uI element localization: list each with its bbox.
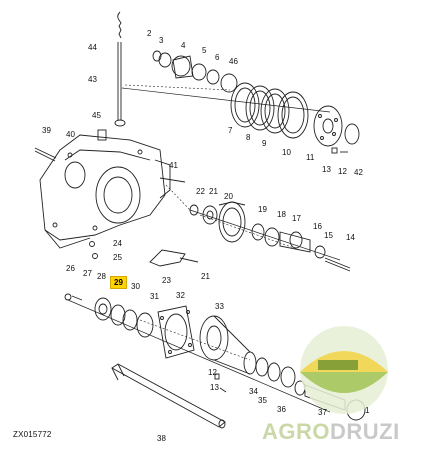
brand-part2: DRUZI — [330, 419, 400, 444]
seal-45 — [114, 119, 126, 127]
callout-28: 28 — [97, 272, 106, 281]
stud-39 — [34, 147, 57, 162]
reference-code: ZX015772 — [13, 430, 52, 439]
callout-44: 44 — [88, 43, 97, 52]
callout-35: 35 — [258, 396, 267, 405]
callout-11: 11 — [306, 153, 315, 162]
callout-4: 4 — [181, 41, 186, 50]
callout-33: 33 — [215, 302, 224, 311]
callout-30: 30 — [131, 282, 140, 291]
bolt-12-13-lower — [214, 373, 227, 393]
callout-3: 3 — [159, 36, 164, 45]
callout-23: 23 — [162, 276, 171, 285]
leader-lines — [124, 84, 301, 361]
callout-31: 31 — [150, 292, 159, 301]
hub-11 — [313, 105, 343, 147]
callout-21b: 21 — [201, 272, 210, 281]
callout-22: 22 — [196, 187, 205, 196]
callout-39: 39 — [42, 126, 51, 135]
callout-15: 15 — [324, 231, 333, 240]
plug-40 — [97, 129, 107, 141]
highlighted-part-callout: 29 — [110, 276, 127, 289]
callout-41: 41 — [169, 161, 178, 170]
callout-12: 12 — [338, 167, 347, 176]
callout-2: 2 — [147, 29, 152, 38]
top-shaft-group — [152, 50, 238, 93]
callout-12b: 12 — [208, 368, 217, 377]
callout-36: 36 — [277, 405, 286, 414]
callout-7: 7 — [228, 126, 233, 135]
callout-13: 13 — [322, 165, 331, 174]
dipstick — [117, 11, 122, 120]
callout-18: 18 — [277, 210, 286, 219]
callout-13b: 13 — [210, 383, 219, 392]
callout-21: 21 — [209, 187, 218, 196]
bolt-12-13 — [331, 147, 348, 154]
callout-42: 42 — [354, 168, 363, 177]
callout-1: 1 — [365, 406, 370, 415]
middle-shaft-group — [189, 201, 351, 272]
highlighted-part-number: 29 — [114, 278, 123, 287]
callout-26: 26 — [66, 264, 75, 273]
ring-42 — [344, 123, 360, 145]
pin-41 — [159, 177, 186, 183]
gasket-32 — [157, 305, 195, 359]
callout-6: 6 — [215, 53, 220, 62]
callout-20: 20 — [224, 192, 233, 201]
output-shaft-38 — [111, 363, 226, 429]
brand-watermark: AGRODRUZI — [262, 419, 400, 445]
callout-45: 45 — [92, 111, 101, 120]
callout-40: 40 — [66, 130, 75, 139]
callout-27: 27 — [83, 269, 92, 278]
callout-5: 5 — [202, 46, 207, 55]
callout-43: 43 — [88, 75, 97, 84]
callout-labels: 44 43 45 40 39 2 3 4 5 6 46 7 8 9 10 11 … — [42, 29, 370, 443]
callout-24: 24 — [113, 239, 122, 248]
callout-9: 9 — [262, 139, 267, 148]
brand-logo-icon — [300, 326, 388, 414]
callout-46: 46 — [229, 57, 238, 66]
callout-32: 32 — [176, 291, 185, 300]
callout-25: 25 — [113, 253, 122, 262]
callout-8: 8 — [246, 133, 251, 142]
clutch-plates — [230, 82, 309, 139]
transmission-housing — [39, 134, 171, 249]
callout-37: 37 — [318, 408, 327, 417]
callout-17: 17 — [292, 214, 301, 223]
callout-19: 19 — [258, 205, 267, 214]
callout-16: 16 — [313, 222, 322, 231]
callout-14: 14 — [346, 233, 355, 242]
callout-10: 10 — [282, 148, 291, 157]
lower-left-group — [64, 293, 154, 338]
pto-housing-33 — [199, 315, 257, 375]
callout-38: 38 — [157, 434, 166, 443]
callout-34: 34 — [249, 387, 258, 396]
bracket-23 — [89, 241, 199, 267]
brand-part1: AGRO — [262, 419, 330, 444]
